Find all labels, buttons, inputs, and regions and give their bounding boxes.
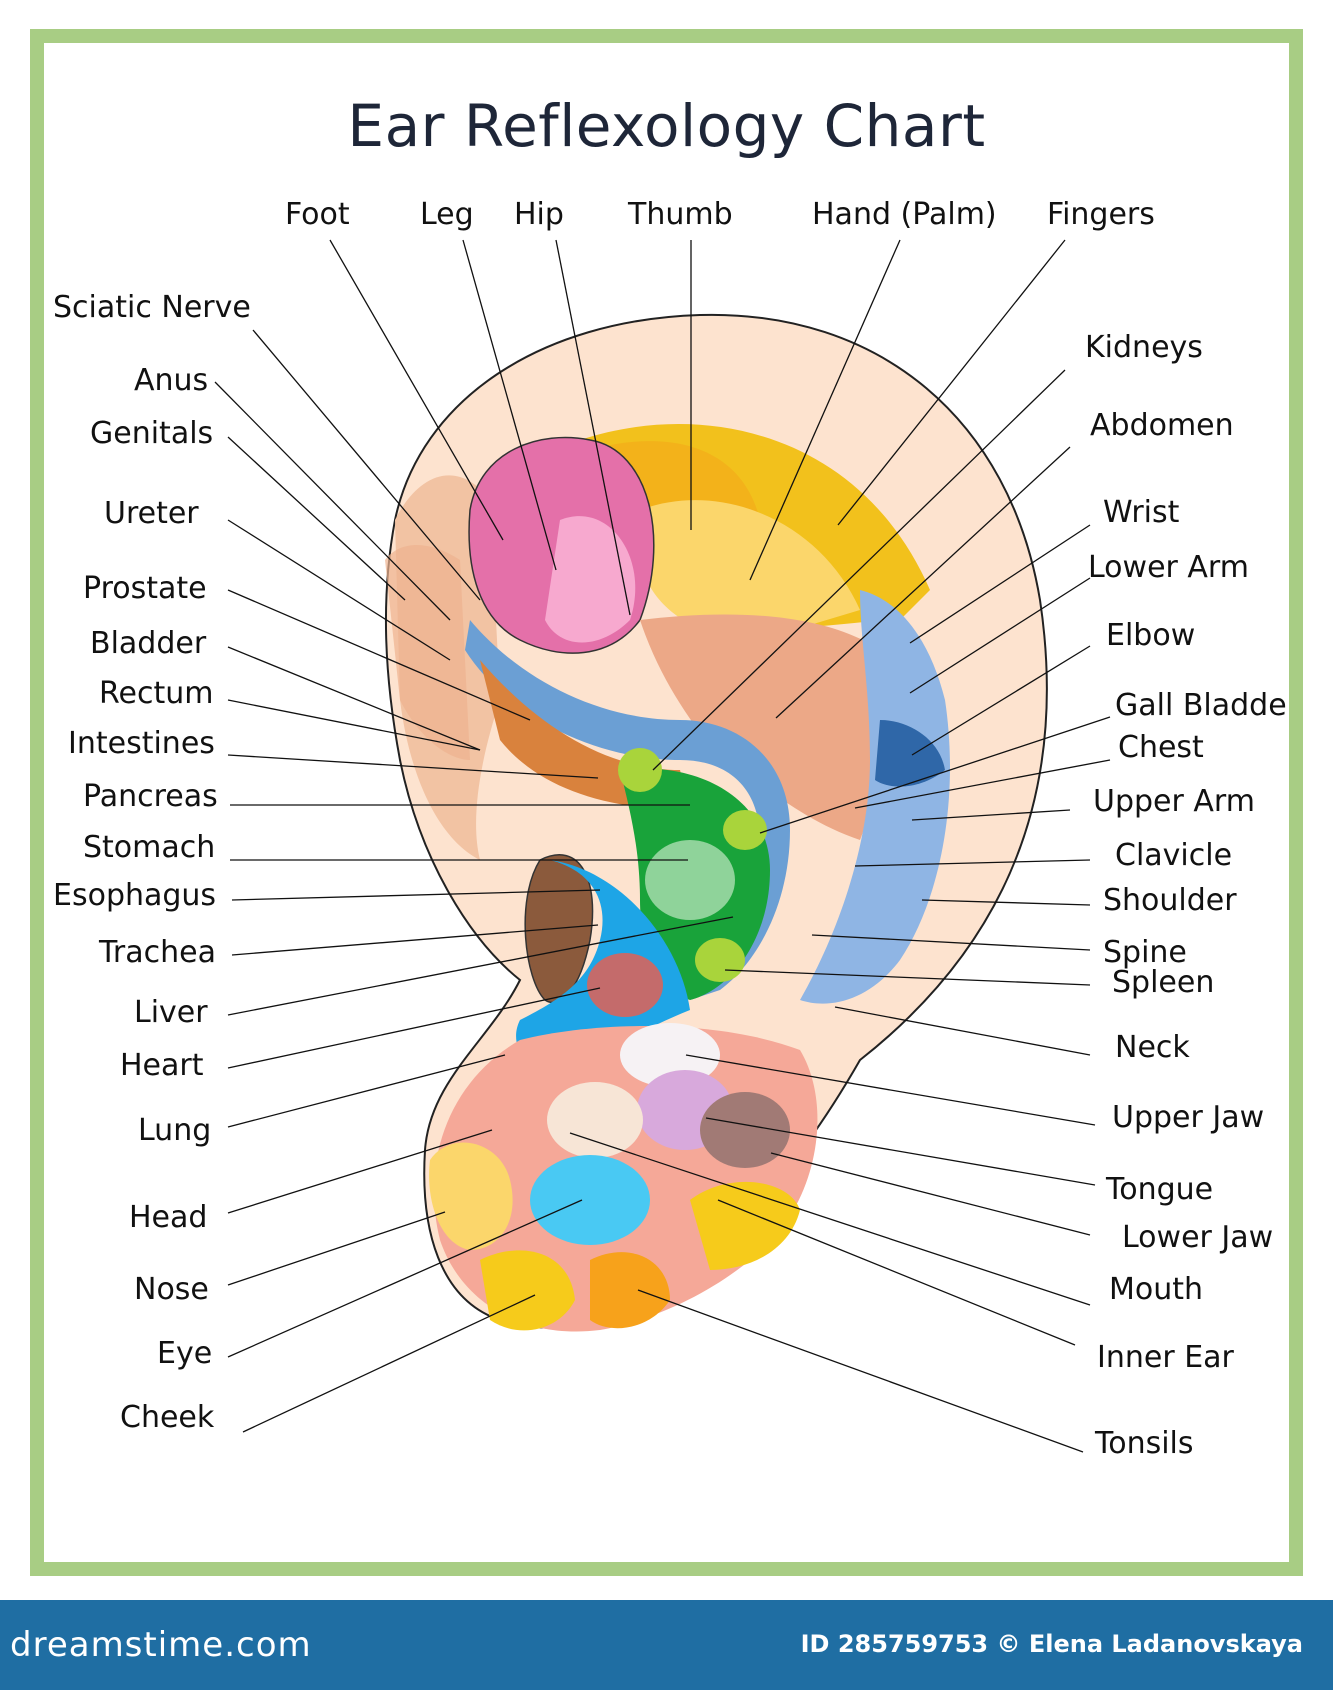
label-tonsils: Tonsils [1095,1426,1194,1461]
region-spleen [695,938,745,982]
ear-diagram [214,239,1111,1453]
label-lung: Lung [138,1113,212,1148]
region-eye [530,1155,650,1245]
label-thumb: Thumb [628,197,733,232]
label-spleen: Spleen [1112,965,1215,1000]
label-upper-jaw: Upper Jaw [1112,1100,1265,1135]
label-chest: Chest [1118,730,1204,765]
region-inner-ear [690,1181,800,1270]
label-bladder: Bladder [90,626,207,661]
label-neck: Neck [1115,1030,1190,1065]
label-stomach: Stomach [83,830,216,865]
region-hand [640,500,860,640]
label-shoulder: Shoulder [1103,883,1237,918]
label-genitals: Genitals [90,416,214,451]
label-clavicle: Clavicle [1115,838,1233,873]
label-eye: Eye [157,1336,213,1371]
leader-lines [214,239,1111,1453]
label-upper-arm: Upper Arm [1093,784,1255,819]
label-pancreas: Pancreas [83,779,218,814]
region-tonsils [590,1252,670,1329]
chart-title: Ear Reflexology Chart [347,92,986,160]
label-ureter: Ureter [104,496,199,531]
label-nose: Nose [134,1272,209,1307]
footer-banner [0,1600,1333,1690]
label-hip: Hip [514,197,564,232]
label-kidneys: Kidneys [1085,330,1203,365]
region-hip-light [545,516,636,643]
label-head: Head [129,1200,208,1235]
label-liver: Liver [134,995,208,1030]
label-mouth: Mouth [1109,1272,1204,1307]
region-heart [587,953,663,1017]
region-kidneys [618,748,662,792]
region-gallbladder [723,810,767,850]
label-fingers: Fingers [1047,197,1155,232]
label-leg: Leg [420,197,474,232]
ear-antihelix-shade [385,545,470,760]
label-anus: Anus [134,363,209,398]
label-elbow: Elbow [1106,618,1196,653]
region-stomach [645,840,735,920]
label-spine: Spine [1103,935,1187,970]
label-abdomen: Abdomen [1090,408,1234,443]
region-spine [465,620,790,1000]
region-elbow-dark [875,720,945,787]
region-arm-band [800,590,950,1004]
region-abdomen [640,614,884,840]
image-credit: ID 285759753 © Elena Ladanovskaya [800,1630,1303,1658]
region-head [429,1142,513,1250]
label-lower-arm: Lower Arm [1088,550,1249,585]
label-cheek: Cheek [120,1400,215,1435]
label-hand-palm: Hand (Palm) [812,197,997,232]
brand-logo-text: dreamstime.com [10,1625,312,1665]
label-gall-bladder: Gall Bladde [1115,688,1287,723]
region-lower-jaw [700,1092,790,1168]
label-foot: Foot [285,197,350,232]
label-wrist: Wrist [1103,495,1180,530]
label-trachea: Trachea [99,935,216,970]
label-lower-jaw: Lower Jaw [1122,1220,1274,1255]
label-intestines: Intestines [68,726,215,761]
label-heart: Heart [120,1048,204,1083]
label-inner-ear: Inner Ear [1097,1340,1234,1375]
label-prostate: Prostate [83,571,207,606]
region-cheek [480,1250,575,1331]
label-esophagus: Esophagus [53,878,217,913]
label-rectum: Rectum [99,676,214,711]
label-tongue: Tongue [1106,1172,1214,1207]
region-mouth [547,1082,643,1158]
label-sciatic-nerve: Sciatic Nerve [53,290,251,325]
